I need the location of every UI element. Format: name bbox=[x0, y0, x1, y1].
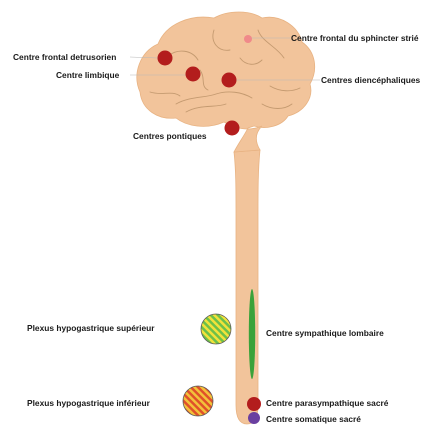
centre-sympathique-lombaire-bar bbox=[248, 289, 256, 379]
label-centres-diencephaliques: Centres diencéphaliques bbox=[321, 75, 420, 85]
fold-5 bbox=[185, 103, 227, 113]
lead-detrusorien bbox=[129, 56, 159, 59]
label-centre-parasympathique: Centre parasympathique sacré bbox=[266, 398, 389, 408]
label-centre-frontal-sphincter: Centre frontal du sphincter strié bbox=[291, 33, 419, 43]
fold-3 bbox=[257, 29, 285, 59]
centre-limbique-dot bbox=[185, 66, 201, 82]
label-plexus-inferieur: Plexus hypogastrique inférieur bbox=[27, 398, 151, 408]
label-centre-frontal-detrusorien: Centre frontal detrusorien bbox=[13, 52, 116, 62]
plexus-superieur-circle bbox=[200, 313, 232, 345]
centre-somatique-dot bbox=[248, 412, 260, 424]
fold-6 bbox=[269, 85, 301, 92]
label-centres-pontiques: Centres pontiques bbox=[133, 131, 207, 141]
centres-pontiques-dot bbox=[224, 120, 240, 136]
fold-corpus bbox=[175, 91, 253, 105]
fold-9 bbox=[199, 69, 209, 91]
fold-8 bbox=[239, 57, 263, 65]
leader-lines bbox=[129, 37, 320, 81]
centre-parasympathique-dot bbox=[247, 397, 261, 411]
label-centre-limbique: Centre limbique bbox=[56, 70, 120, 80]
spinal-cord bbox=[233, 149, 261, 425]
label-plexus-superieur: Plexus hypogastrique supérieur bbox=[27, 323, 155, 333]
label-centre-somatique: Centre somatique sacré bbox=[266, 414, 361, 424]
fold-7 bbox=[261, 103, 293, 109]
fold-4 bbox=[149, 91, 181, 97]
plexus-inferieur-circle bbox=[182, 385, 214, 417]
brain-folds bbox=[149, 29, 301, 113]
centre-frontal-sphincter-dot bbox=[244, 35, 252, 43]
centres-diencephaliques-dot bbox=[221, 72, 237, 88]
centre-frontal-detrusorien-dot bbox=[157, 50, 173, 66]
fold-2 bbox=[212, 29, 231, 51]
label-centre-sympathique: Centre sympathique lombaire bbox=[266, 328, 384, 338]
